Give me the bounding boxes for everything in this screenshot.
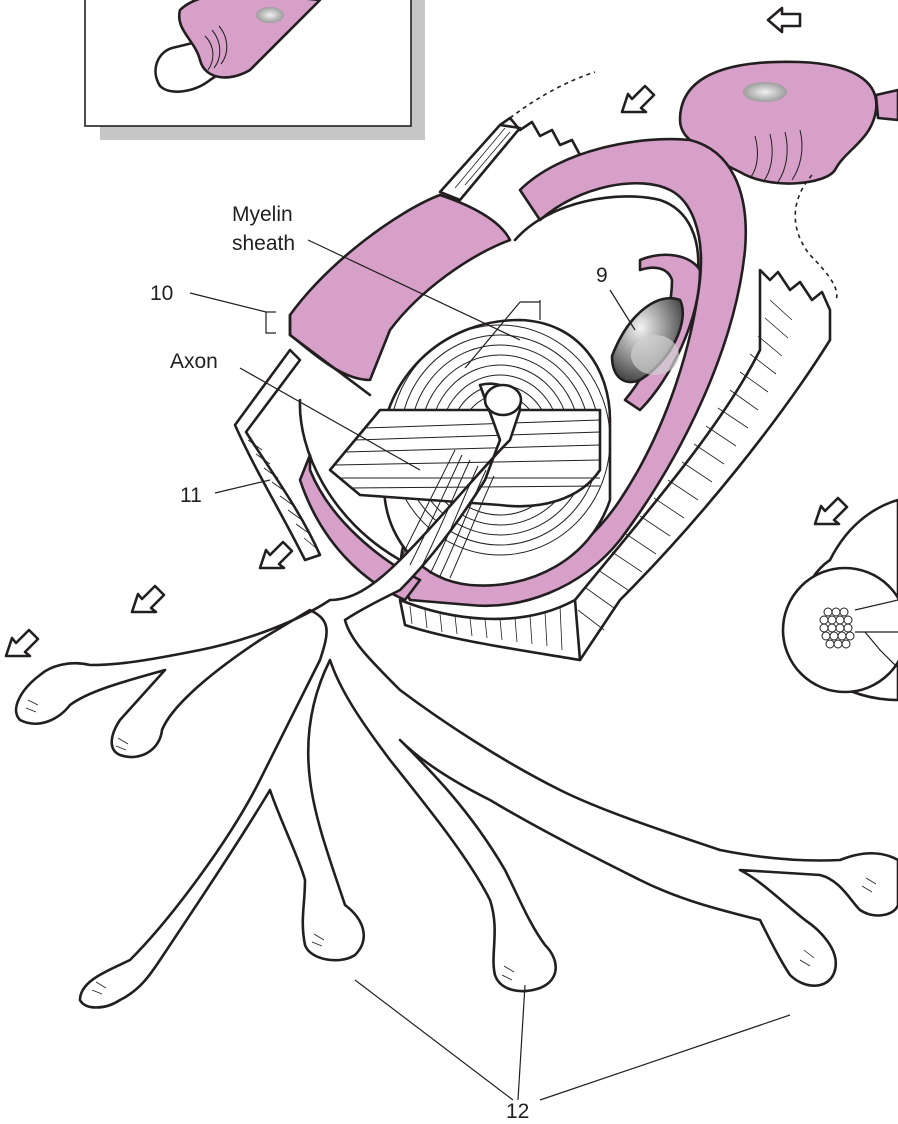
label-9: 9 bbox=[596, 264, 608, 287]
inset-box bbox=[85, 0, 425, 140]
arrow-icon bbox=[622, 86, 654, 112]
arrow-icon bbox=[768, 8, 800, 32]
node-11-leader bbox=[215, 480, 270, 493]
arrow-icon bbox=[6, 630, 38, 656]
upper-nucleus bbox=[743, 82, 787, 102]
dotted-guide-right bbox=[795, 175, 837, 300]
arrow-icon bbox=[132, 586, 164, 612]
label-10: 10 bbox=[150, 282, 173, 305]
terminal-12-leader-c bbox=[540, 1015, 790, 1100]
label-axon: Axon bbox=[170, 350, 218, 373]
inset-nucleus bbox=[256, 7, 284, 23]
arrow-icon bbox=[815, 498, 847, 524]
label-12: 12 bbox=[506, 1100, 529, 1123]
nucleus-9-leader bbox=[610, 290, 635, 330]
label-11: 11 bbox=[180, 484, 202, 507]
label-myelin-line1: Myelin bbox=[232, 203, 293, 226]
dotted-guide-left bbox=[510, 72, 595, 118]
nerve-fascicle bbox=[783, 500, 898, 700]
arrow-icon bbox=[260, 542, 292, 568]
label-myelin-line2: sheath bbox=[232, 232, 295, 255]
terminal-12-leader-b bbox=[518, 985, 525, 1100]
terminal-12-leader-a bbox=[355, 980, 513, 1100]
node-10-leader bbox=[190, 293, 266, 312]
